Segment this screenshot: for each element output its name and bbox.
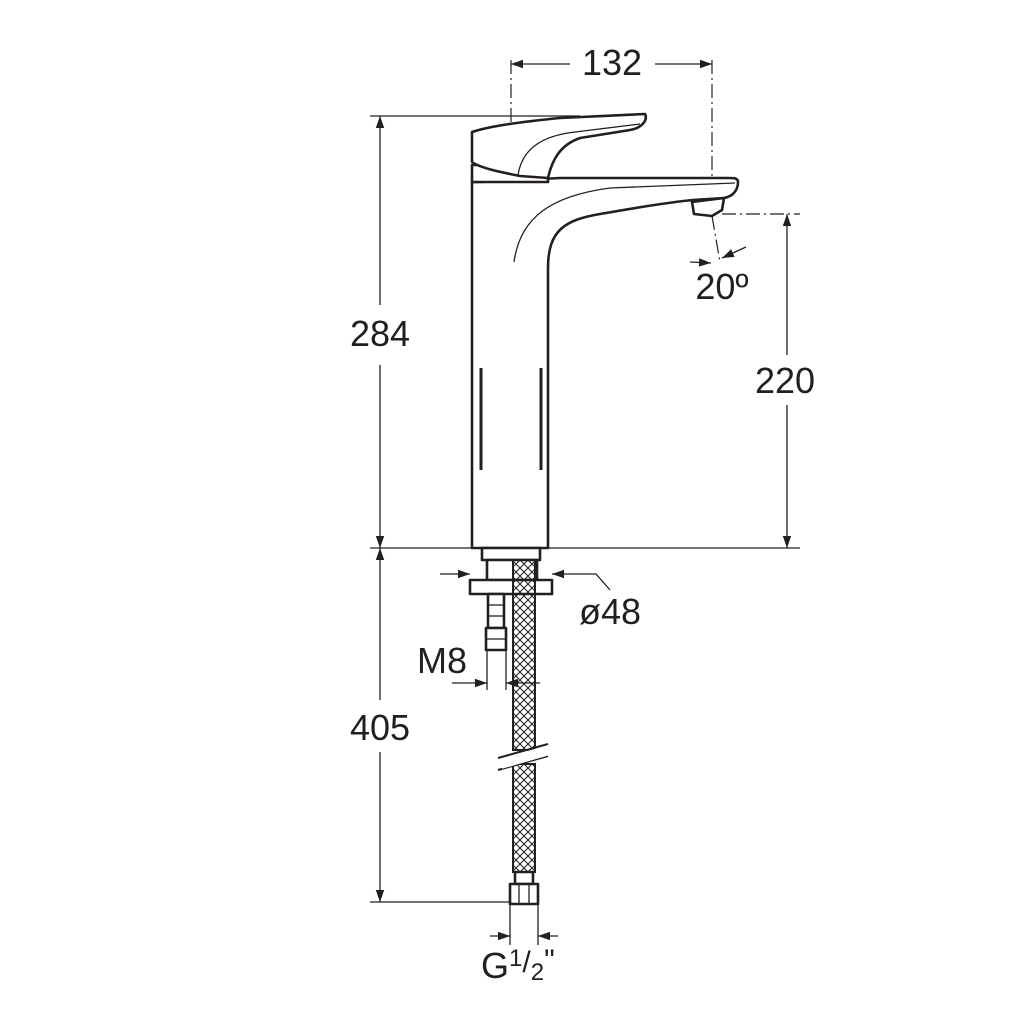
label-stud-thread: M8 (417, 640, 467, 681)
label-base-diameter: ø48 (579, 591, 641, 632)
dimension-labels: 132 284 20º 220 ø48 M8 405 G1/2" (350, 42, 815, 986)
dimension-lines (370, 59, 800, 945)
mounting-washer (468, 578, 554, 596)
lever-detail-line (517, 123, 641, 176)
dim-20-arrow-right (721, 246, 747, 259)
label-spout-reach: 132 (582, 42, 642, 83)
dim-20-angle-ray (711, 215, 721, 263)
dim-48-leader (582, 573, 611, 591)
faucet-body (470, 112, 740, 550)
threaded-stud (486, 592, 506, 630)
hose-braid-upper (512, 559, 536, 751)
hose-break-mark-1 (497, 743, 549, 759)
hose-nut (508, 882, 540, 906)
hose-crimp (513, 870, 535, 886)
label-spout-angle: 20º (695, 266, 748, 307)
faucet-column-and-spout (470, 176, 740, 550)
base-ring (480, 546, 542, 562)
aerator (690, 196, 726, 218)
label-hose-length: 405 (350, 707, 410, 748)
label-total-height: 284 (350, 313, 410, 354)
lever-handle (470, 112, 648, 180)
label-spout-height: 220 (755, 360, 815, 401)
hose-braid-lower (512, 763, 536, 873)
dim-20-arrow-left (689, 258, 712, 267)
mounting-hardware (468, 546, 554, 652)
hose-break-mark-2 (497, 755, 549, 771)
spout-sweep-line (513, 182, 736, 263)
flexible-hose (497, 559, 551, 906)
label-hose-connection: G1/2" (481, 944, 555, 986)
